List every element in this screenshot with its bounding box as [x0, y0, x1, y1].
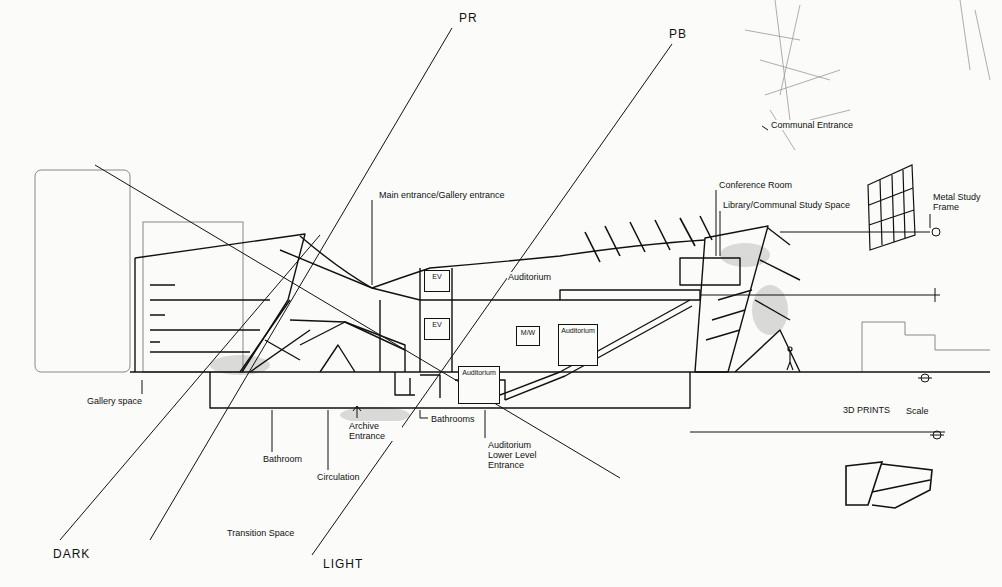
room-box: EV — [424, 270, 450, 292]
annotation: Conference Room — [718, 180, 793, 190]
heading-annotation: DARK — [52, 548, 91, 561]
metal-frame-sketch — [868, 165, 915, 250]
annotation: Scale — [905, 406, 930, 416]
leader-lines — [142, 126, 930, 470]
pencil-scribbles — [745, 0, 990, 150]
annotation: Bathroom — [262, 454, 303, 464]
annotation: Transition Space — [226, 528, 295, 538]
room-label: EV — [432, 321, 441, 329]
room-box: EV — [424, 318, 450, 340]
annotation: Gallery space — [86, 396, 143, 406]
shading — [210, 243, 788, 423]
room-label: EV — [432, 273, 441, 281]
room-label: Auditorium — [462, 369, 495, 377]
room-box: Auditorium — [458, 366, 500, 404]
annotation: Auditorium Lower Level Entrance — [487, 440, 549, 470]
annotation: Bathrooms — [430, 414, 476, 424]
3d-print-shape — [846, 462, 932, 508]
room-label: Auditorium — [561, 327, 594, 335]
light-rays — [60, 28, 672, 555]
datum-markers — [690, 228, 945, 439]
heading-annotation: LIGHT — [322, 558, 364, 571]
annotation: Archive Entrance — [348, 421, 402, 441]
room-box: M/W — [516, 326, 540, 346]
person-figure — [787, 347, 793, 370]
room-box: Auditorium — [558, 324, 598, 366]
annotation: 3D PRINTS — [842, 405, 891, 415]
annotation: Communal Entrance — [770, 120, 854, 130]
heading-annotation: PR — [458, 12, 479, 25]
room-label: M/W — [521, 329, 535, 337]
annotation: Auditorium — [507, 272, 552, 282]
annotation: Metal Study Frame — [932, 192, 990, 212]
annotation: Main entrance/Gallery entrance — [378, 190, 506, 200]
roof-louvres — [585, 216, 712, 262]
building-section — [130, 226, 990, 408]
annotation: Library/Communal Study Space — [722, 200, 851, 210]
heading-annotation: PB — [668, 28, 688, 41]
annotation: Circulation — [316, 472, 361, 482]
